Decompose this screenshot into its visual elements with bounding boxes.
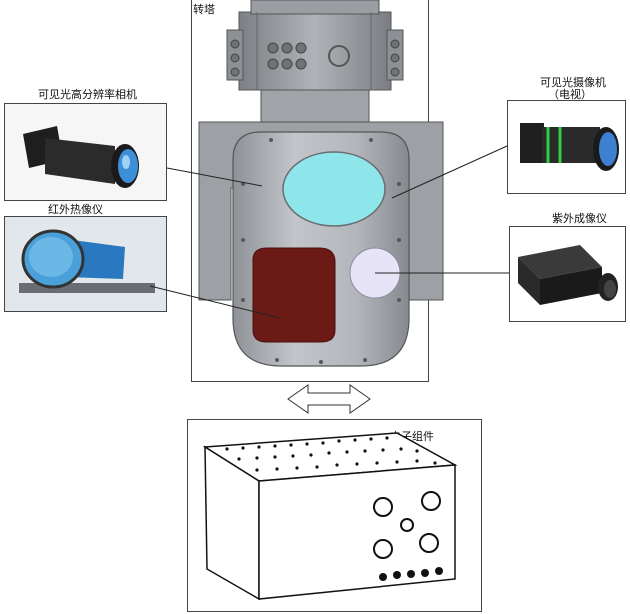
hd-camera-label: 可见光高分辨率相机 [38, 88, 137, 101]
ir-imager-box [4, 216, 167, 312]
tv-camera-image [508, 101, 625, 193]
tv-camera-box [507, 100, 626, 194]
uv-imager-box [509, 226, 626, 322]
leader-ir-imager [149, 285, 281, 319]
uv-imager-image [510, 227, 625, 321]
turret-label: 转塔 [193, 3, 215, 16]
turret-drawing [198, 0, 444, 367]
electronics-drawing [202, 432, 458, 601]
tv-camera-label-1: 可见光摄像机 [540, 76, 606, 89]
ir-imager-label: 红外热像仪 [48, 203, 103, 216]
uv-imager-label: 紫外成像仪 [552, 212, 607, 225]
leader-hd-camera [166, 167, 263, 187]
hd-camera-image [5, 104, 166, 200]
hd-camera-box [4, 103, 167, 201]
leader-tv-camera [391, 145, 508, 199]
tv-camera-label-2: （电视） [548, 88, 592, 101]
ir-imager-image [5, 217, 166, 311]
connection-arrow [287, 384, 371, 414]
